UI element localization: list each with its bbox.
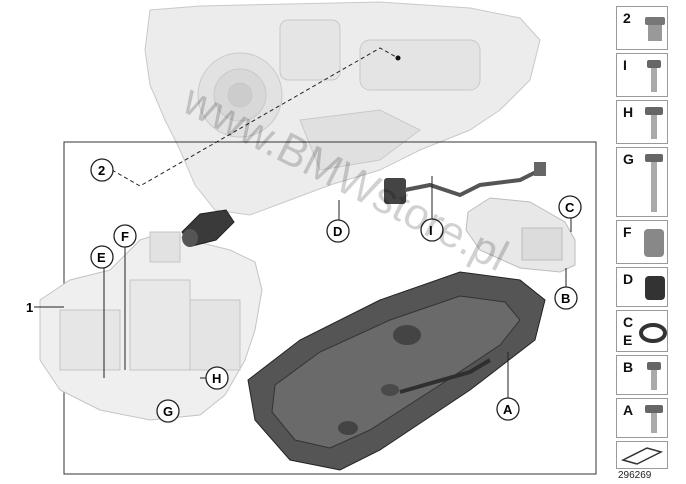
legend-label-I: I — [623, 57, 627, 73]
legend-label-D: D — [623, 271, 634, 287]
legend-item-arrow — [616, 441, 668, 469]
valve-body — [39, 231, 263, 421]
callout-2: 2 — [98, 163, 105, 178]
sleeve-icon — [644, 229, 664, 257]
legend-item-2: 2 — [616, 6, 668, 50]
leader-2 — [111, 47, 399, 187]
callout-E: E — [97, 250, 106, 265]
diagram-id: 296269 — [618, 470, 652, 481]
legend-label-2: 2 — [623, 10, 631, 26]
callout-1: 1 — [26, 300, 33, 315]
callout-I: I — [429, 223, 433, 238]
plug-icon — [645, 17, 665, 41]
oil-pan — [247, 271, 546, 471]
legend-label-F: F — [623, 224, 632, 240]
callout-A: A — [503, 402, 513, 417]
legend-item-G: G — [616, 147, 668, 217]
legend-label-H: H — [623, 104, 634, 120]
legend-label-C: C — [623, 314, 634, 330]
legend-label-G: G — [623, 151, 634, 167]
callouts — [90, 158, 582, 423]
callout-G: G — [163, 404, 173, 419]
long-bolt-icon — [645, 154, 663, 212]
adapter-icon — [645, 276, 665, 300]
arrow-icon — [620, 447, 664, 465]
legend-item-F: F — [616, 220, 668, 264]
legend-item-I: I — [616, 53, 668, 97]
legend-label-A: A — [623, 402, 634, 418]
transmission-housing — [144, 1, 541, 216]
legend-item-A: A — [616, 398, 668, 438]
bolt-icon — [647, 60, 661, 92]
callout-C: C — [565, 200, 575, 215]
legend-item-D: D — [616, 267, 668, 307]
callout-H: H — [212, 371, 221, 386]
callout-B: B — [561, 291, 570, 306]
legend-item-C-E: C E — [616, 310, 668, 352]
mechatronic-sleeve — [465, 197, 576, 273]
legend-item-B: B — [616, 355, 668, 395]
position-sensor-cable — [384, 162, 546, 204]
bolt-icon — [647, 362, 661, 390]
callout-D: D — [333, 224, 342, 239]
legend-label-B: B — [623, 359, 634, 375]
bolt-icon — [645, 405, 663, 433]
parts-legend: 2 I H G F D — [616, 6, 670, 469]
legend-label-E: E — [623, 332, 633, 348]
callout-F: F — [121, 229, 129, 244]
bolt-icon — [645, 107, 663, 139]
o-ring-icon — [639, 323, 667, 343]
legend-item-H: H — [616, 100, 668, 144]
leader-lines — [34, 176, 572, 400]
sealing-sleeve — [181, 209, 235, 247]
